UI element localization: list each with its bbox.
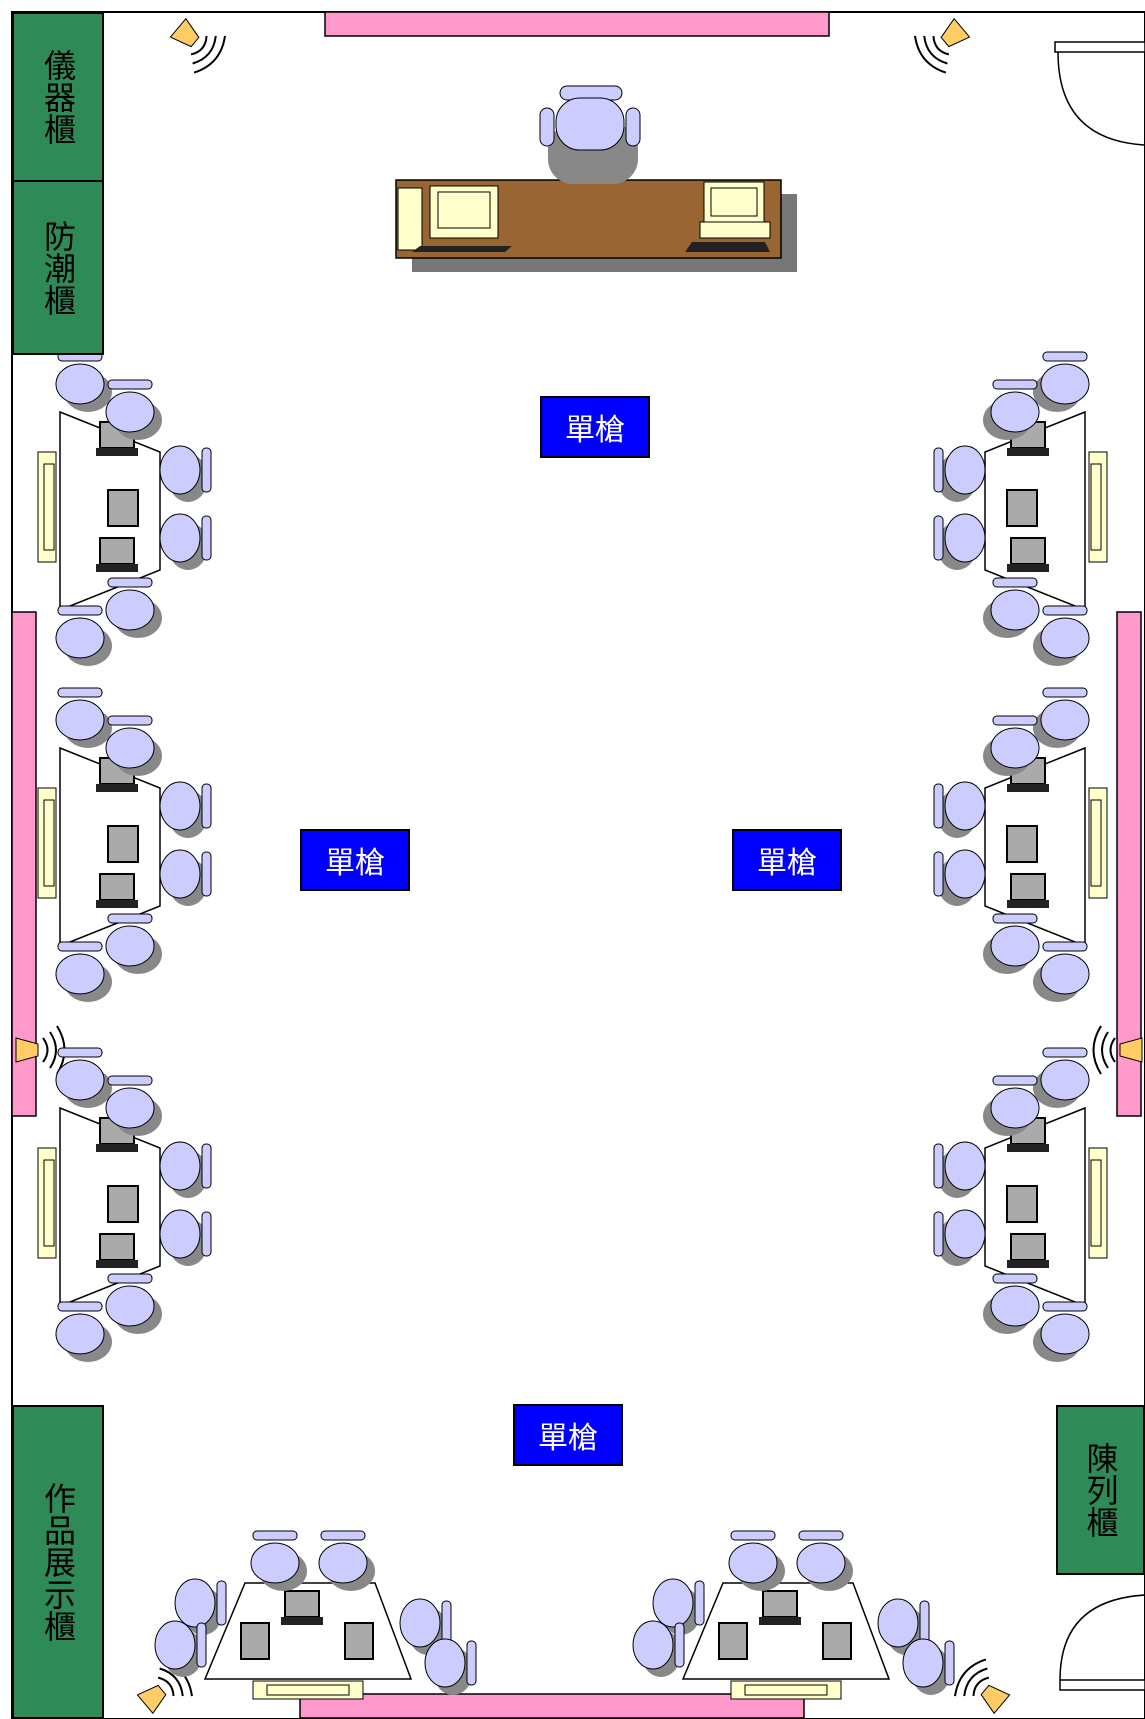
whiteboard-bottom bbox=[299, 1693, 805, 1719]
projector-label-right: 單槍 bbox=[732, 829, 842, 891]
speaker-right bbox=[1092, 1025, 1143, 1075]
door-top-right bbox=[1054, 41, 1145, 146]
student-group bbox=[933, 351, 1108, 666]
student-group-bottom bbox=[154, 1530, 477, 1700]
teacher-desk bbox=[395, 179, 797, 272]
student-group bbox=[37, 351, 212, 666]
works-display-cabinet: 作品展示櫃 bbox=[12, 1405, 104, 1719]
student-groups bbox=[37, 351, 1108, 1700]
projector-label-top: 單槍 bbox=[540, 396, 650, 458]
door-bottom-right bbox=[1059, 1594, 1145, 1691]
exhibit-cabinet: 陳列櫃 bbox=[1056, 1405, 1145, 1575]
teacher-chair bbox=[539, 85, 641, 184]
whiteboard-right bbox=[1116, 611, 1142, 1117]
whiteboard-top bbox=[324, 11, 830, 37]
student-group bbox=[37, 687, 212, 1002]
whiteboard-left bbox=[11, 611, 37, 1117]
speaker-top-left bbox=[169, 17, 226, 74]
student-group bbox=[933, 1047, 1108, 1362]
instrument-cabinet: 儀器櫃 bbox=[12, 12, 104, 182]
speaker-bottom-right bbox=[954, 1658, 1011, 1715]
student-group-bottom bbox=[632, 1530, 955, 1700]
speaker-top-right bbox=[914, 17, 971, 74]
moisture-cabinet: 防潮櫃 bbox=[12, 180, 104, 355]
projector-label-left: 單槍 bbox=[300, 829, 410, 891]
student-group bbox=[37, 1047, 212, 1362]
student-group bbox=[933, 687, 1108, 1002]
projector-label-bottom: 單槍 bbox=[513, 1404, 623, 1466]
